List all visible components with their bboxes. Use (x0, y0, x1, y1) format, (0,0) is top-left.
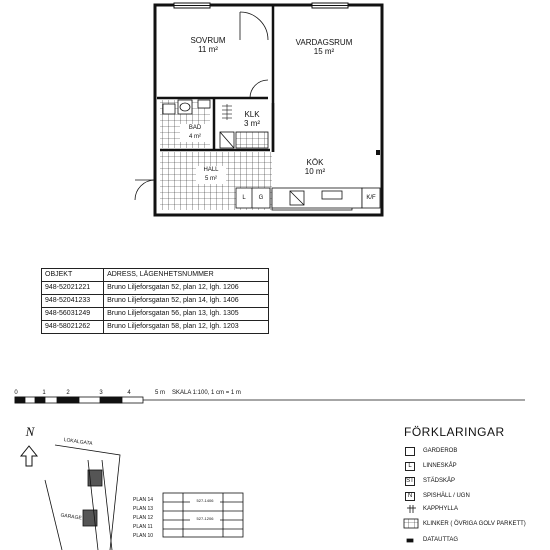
table-cell: Bruno Liljeforsgatan 56, plan 13, lgh. 1… (103, 307, 269, 321)
room-bad: BAD 4 m² (180, 124, 210, 142)
table-header-row: OBJEKT ADRESS, LÄGENHETSNUMMER (40, 268, 269, 282)
legend-item-datauttag: DATAUTTAG (405, 535, 458, 545)
linen-cabinet-icon: L (405, 461, 415, 471)
table-cell: 948-52021221 (40, 281, 105, 295)
table-header: OBJEKT (40, 268, 105, 282)
coat-rack-icon (405, 505, 415, 514)
plan-label: PLAN 13 (133, 506, 154, 512)
table-cell: 948-52041233 (40, 294, 105, 308)
scale-tick: 2 (66, 390, 70, 396)
plan-label: PLAN 14 (133, 497, 154, 503)
room-name: BAD (188, 125, 202, 131)
legend-item-kapphylla: KAPPHYLLA (405, 504, 458, 514)
object-table: OBJEKT ADRESS, LÄGENHETSNUMMER 948-52021… (40, 268, 269, 334)
legend-label: GARDEROB (423, 448, 458, 454)
legend-item-stadskap: ST STÄDSKÅP (405, 476, 455, 486)
klk-shelves (222, 104, 232, 120)
legend-label: STÄDSKÅP (423, 478, 456, 484)
legend-title: FÖRKLARINGAR (404, 425, 505, 439)
room-klk: KLK 3 m² (232, 110, 272, 128)
legend-item-spishall: N SPISHÄLL / UGN (405, 491, 470, 501)
klk-boxes (219, 131, 269, 149)
scale-bar (14, 396, 525, 404)
table-cell: 948-58021262 (40, 320, 105, 334)
table-header: ADRESS, LÄGENHETSNUMMER (103, 268, 269, 282)
north-arrow (19, 445, 39, 467)
scale-tick: 4 (127, 390, 131, 396)
table-cell: Bruno Liljeforsgatan 52, plan 14, lgh. 1… (103, 294, 269, 308)
bathroom-fixtures (162, 99, 211, 115)
room-hall: HALL 5 m² (196, 166, 226, 184)
legend-item-linneskap: L LINNESKÅP (405, 461, 457, 471)
room-area: 4 m² (189, 134, 201, 140)
room-kok: KÖK 10 m² (292, 158, 338, 176)
north-label: N (25, 424, 35, 439)
room-vardagsrum: VARDAGSRUM 15 m² (286, 38, 362, 56)
legend-item-klinker: KLINKER ( ÖVRIGA GOLV PARKETT) (405, 519, 526, 529)
data-outlet-mark (376, 150, 380, 155)
data-outlet-icon (405, 536, 415, 545)
scale-tick: 3 (99, 390, 103, 396)
tile-floor-icon (405, 520, 415, 529)
legend-label: LINNESKÅP (423, 463, 457, 469)
scale-tick: 5 m (154, 390, 165, 396)
legend-symbols (403, 505, 419, 543)
room-sovrum: SOVRUM 11 m² (180, 36, 236, 54)
stove-icon: N (405, 491, 415, 501)
room-name: KÖK (306, 158, 324, 167)
apt-label: 527-1206 (190, 514, 220, 523)
site-plan (44, 444, 121, 550)
legend-label: DATAUTTAG (423, 537, 458, 543)
inner-walls (157, 5, 275, 152)
table-cell: Bruno Liljeforsgatan 58, plan 12, lgh. 1… (103, 320, 269, 334)
table-cell: 948-56031249 (40, 307, 105, 321)
table-row: 948-52021221 Bruno Liljeforsgatan 52, pl… (40, 281, 269, 295)
legend-label: KLINKER ( ÖVRIGA GOLV PARKETT) (423, 521, 526, 527)
outer-walls (153, 3, 384, 217)
legend-label: SPISHÄLL / UGN (423, 493, 470, 499)
cleaning-cabinet-icon: ST (405, 476, 415, 486)
doors (134, 11, 269, 201)
table-row: 948-52041233 Bruno Liljeforsgatan 52, pl… (40, 294, 269, 308)
room-name: VARDAGSRUM (295, 38, 353, 47)
room-area: 15 m² (313, 47, 335, 56)
legend-label: KAPPHYLLA (423, 506, 459, 512)
scale-text: SKALA 1:100, 1 cm = 1 m (172, 390, 241, 396)
room-area: 11 m² (198, 45, 218, 54)
table-cell: Bruno Liljeforsgatan 52, plan 12, lgh. 1… (103, 281, 269, 295)
plan-label: PLAN 10 (133, 533, 154, 539)
apt-label: 527-1406 (190, 496, 220, 505)
room-area: 10 m² (304, 167, 326, 176)
table-row: 948-56031249 Bruno Liljeforsgatan 56, pl… (40, 307, 269, 321)
fixture-g: G (258, 195, 264, 201)
kitchen-counter (235, 187, 381, 209)
scale-tick: 0 (14, 390, 18, 396)
legend-item-garderob: GARDEROB (405, 446, 457, 456)
scale-tick: 1 (42, 390, 46, 396)
room-name: SOVRUM (190, 36, 226, 45)
plan-label: PLAN 12 (133, 515, 154, 521)
plan-label: PLAN 11 (133, 524, 153, 530)
room-name: HALL (203, 167, 219, 173)
fixture-kf: K/F (366, 195, 376, 201)
room-area: 3 m² (244, 119, 260, 128)
fixture-l: L (242, 195, 246, 201)
room-name: KLK (244, 110, 260, 119)
wardrobe-icon (405, 446, 415, 456)
windows (173, 2, 349, 9)
room-area: 5 m² (205, 176, 217, 182)
table-row: 948-58021262 Bruno Liljeforsgatan 58, pl… (40, 320, 269, 334)
